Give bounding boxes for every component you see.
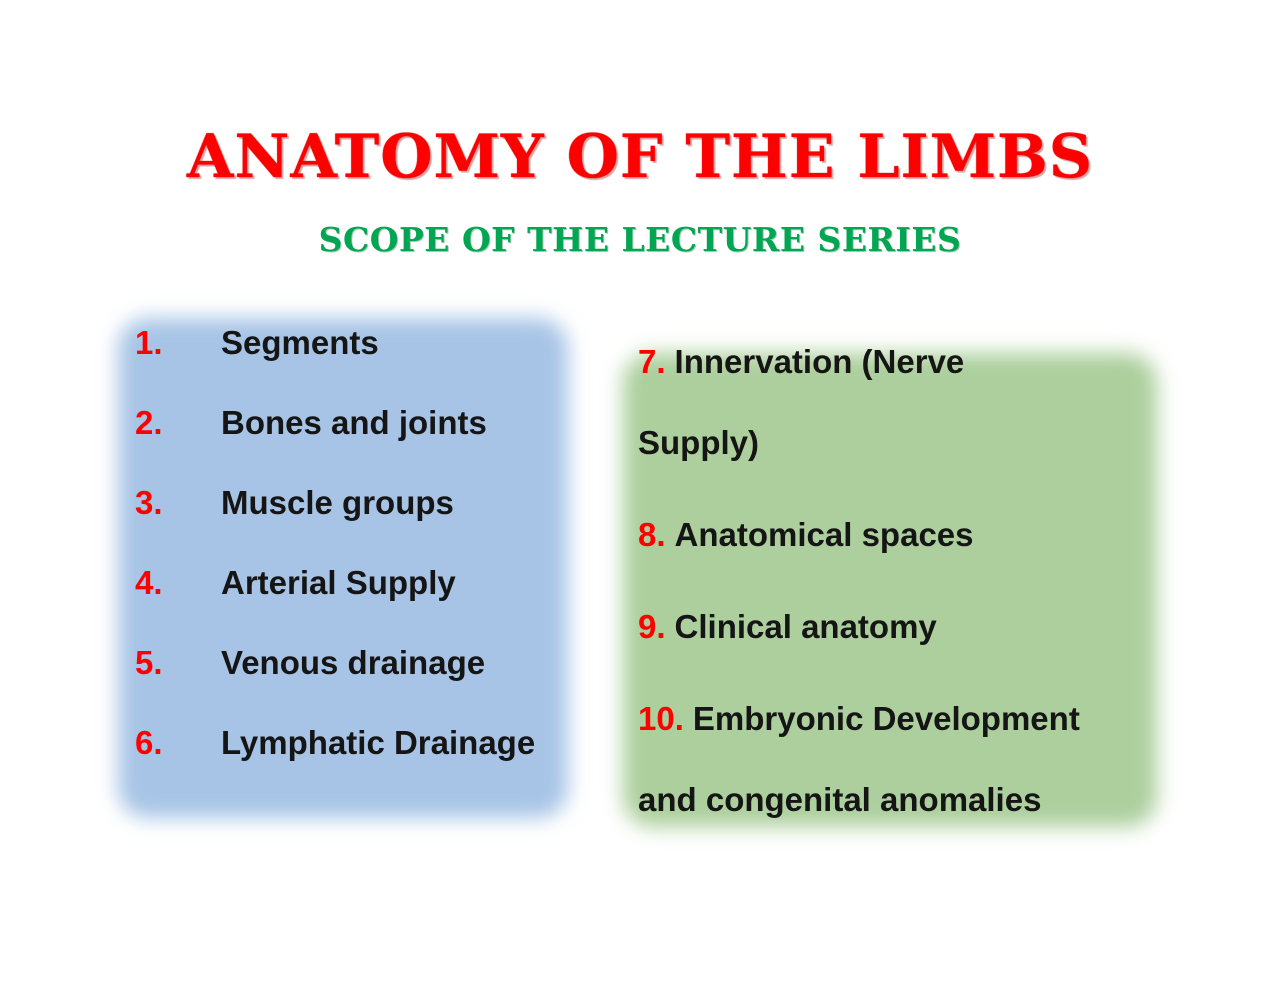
right-panel-background xyxy=(623,353,1157,827)
item-label: Innervation (Nerve Supply) xyxy=(638,343,965,461)
right-panel-list: 7.Innervation (Nerve Supply) 8.Anatomica… xyxy=(638,321,1168,851)
item-label: Lymphatic Drainage xyxy=(221,724,536,761)
item-number: 5. xyxy=(135,644,163,681)
item-number: 8. xyxy=(638,516,666,553)
list-item: 3. Muscle groups xyxy=(110,463,610,543)
item-label: Venous drainage xyxy=(221,644,486,681)
item-label: Bones and joints xyxy=(221,404,487,441)
item-label: Arterial Supply xyxy=(221,564,456,601)
list-item: 8.Anatomical spaces xyxy=(638,494,1168,575)
item-label: Muscle groups xyxy=(221,484,454,521)
item-number: 10. xyxy=(638,700,684,737)
list-item: 6. Lymphatic Drainage xyxy=(110,703,610,783)
item-number: 1. xyxy=(135,324,163,361)
item-label: Embryonic Development and congenital ano… xyxy=(638,700,1080,818)
item-label: Clinical anatomy xyxy=(674,608,937,645)
item-number: 2. xyxy=(135,404,163,441)
list-item: 9.Clinical anatomy xyxy=(638,586,1168,667)
slide-title: ANATOMY OF THE LIMBS xyxy=(186,122,1094,192)
item-number: 3. xyxy=(135,484,163,521)
item-label: Anatomical spaces xyxy=(674,516,974,553)
item-number: 6. xyxy=(135,724,163,761)
list-item: 7.Innervation (Nerve Supply) xyxy=(638,321,1168,483)
list-item: 10.Embryonic Development and congenital … xyxy=(638,678,1168,840)
list-item: 1. Segments xyxy=(110,303,610,383)
item-number: 4. xyxy=(135,564,163,601)
slide-subtitle: SCOPE OF THE LECTURE SERIES xyxy=(318,220,962,259)
left-panel-background xyxy=(118,318,568,818)
item-number: 7. xyxy=(638,343,666,380)
left-panel-list: 1. Segments 2. Bones and joints 3. Muscl… xyxy=(110,303,610,783)
item-label: Segments xyxy=(221,324,379,361)
list-item: 4. Arterial Supply xyxy=(110,543,610,623)
item-number: 9. xyxy=(638,608,666,645)
list-item: 5. Venous drainage xyxy=(110,623,610,703)
list-item: 2. Bones and joints xyxy=(110,383,610,463)
